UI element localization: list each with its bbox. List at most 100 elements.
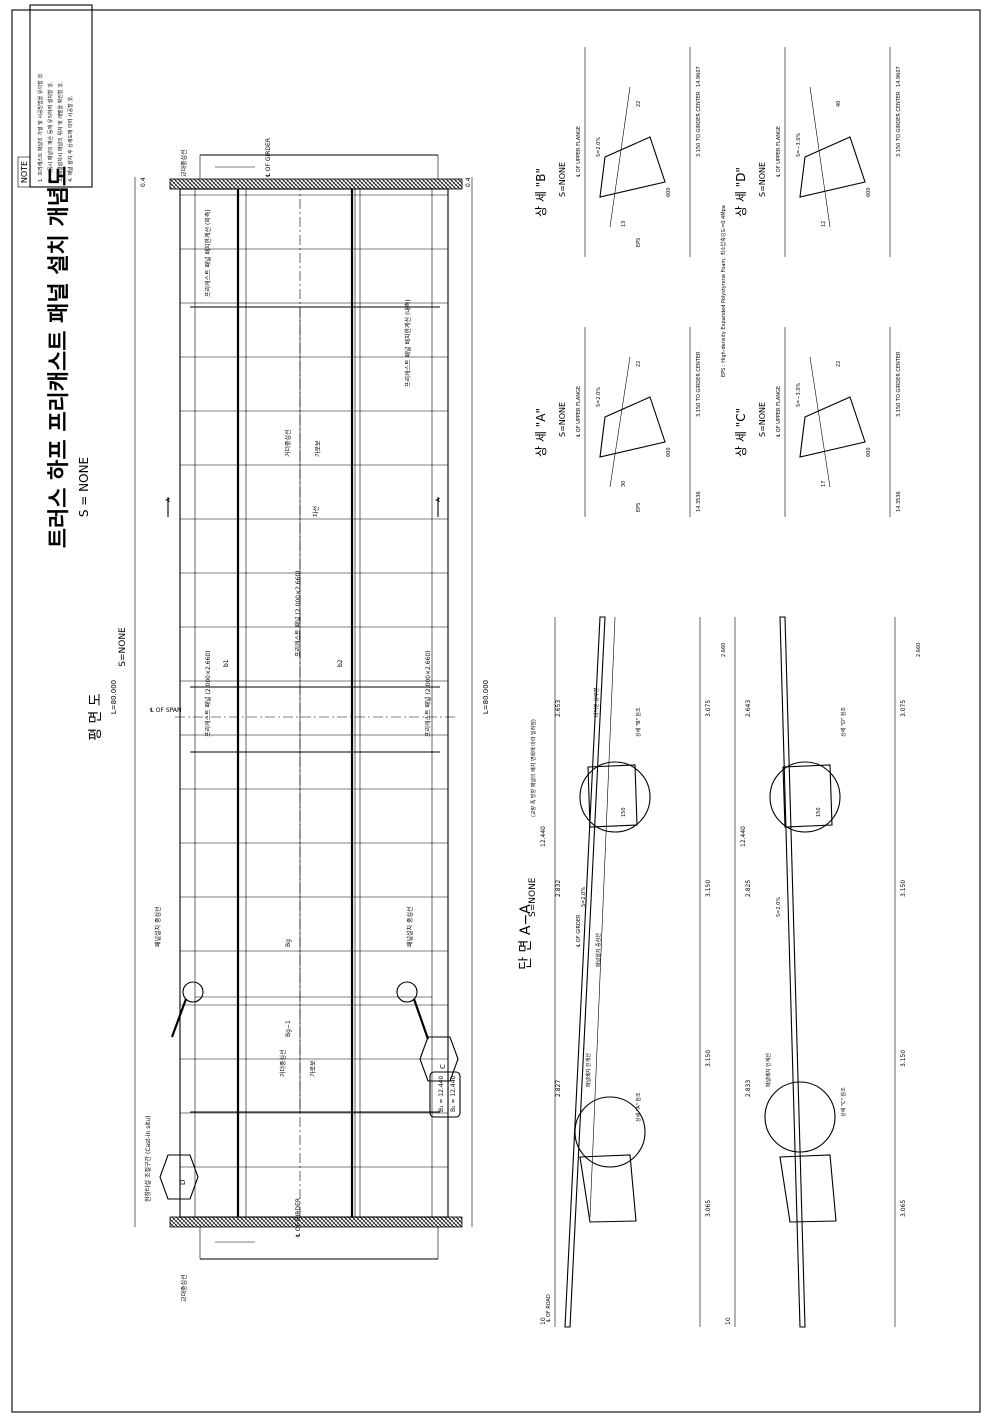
abutment-left: 교대중심선 ℄ OF GIRDER	[180, 1198, 439, 1302]
plan-abutment-left-label: 교대중심선	[180, 1274, 188, 1302]
plan-scale: S=NONE	[118, 627, 128, 667]
detail-a-title: 상 세 "A"	[534, 408, 548, 457]
sheet-border	[11, 9, 981, 1413]
detail-b-len: 600	[666, 187, 672, 197]
section-panel-center: 패널설치 중심선	[595, 933, 602, 967]
detail-c-flange: ℄ OF UPPER FLANGE	[776, 386, 782, 437]
section-lower: 12.440 S=2.0% 상세 "C" 참조 상세 "D" 참조 패널배치 한…	[725, 616, 922, 1328]
section-slope-2: S=2.0%	[776, 897, 782, 917]
detail-views: 상 세 "A" S=NONE S=2.0% ℄ OF UPPER FLANGE …	[534, 47, 902, 517]
detail-c-elev: 14.3536	[896, 491, 902, 512]
section-side-dim-2: 2.660	[916, 643, 922, 657]
plan-box-line1: B₁ = 12.440	[438, 1075, 445, 1112]
detail-b-slope: S=2.0%	[596, 137, 602, 157]
section-end-dim-2: 10	[725, 1317, 732, 1325]
detail-d-flange: ℄ OF UPPER FLANGE	[776, 126, 782, 177]
plan-cast-in-situ: 현장타설 조절구간 (Cast-in situ)	[144, 1116, 152, 1203]
plan-girder-center-2: 거더중심선	[279, 1049, 287, 1077]
section-dim-lower-2: 3.150	[705, 880, 712, 897]
section-title: 단 면 A−A	[518, 904, 534, 970]
detail-c-slope: S=−3.0%	[796, 382, 802, 407]
detail-b-title: 상 세 "B"	[534, 168, 548, 217]
detail-c-len: 600	[866, 447, 872, 457]
plan-width-box	[429, 1071, 461, 1118]
section-detail-c-ref: 상세 "C" 참조	[840, 1087, 847, 1117]
plan-end-dim-left: 0.4	[140, 177, 147, 187]
detail-b-tag: EPS	[636, 238, 642, 247]
section-detail-d-ref: 상세 "D" 참조	[840, 707, 847, 737]
abutment-hatch-right	[169, 178, 463, 190]
detail-a-n2: 22	[636, 361, 642, 367]
note-item-2: 2. 시공시 패널의 파손 등에 유의하여 설치할 것.	[47, 81, 54, 182]
girder-lines	[236, 189, 361, 1217]
section-dim-lower2-0: 3.065	[900, 1200, 907, 1217]
section-dim-upper2-1: 2.825	[745, 880, 752, 897]
note-heading: NOTE	[20, 161, 29, 183]
detail-a-dist: 3.150 TO GIRDER CENTER	[696, 351, 702, 417]
plan-cross-beam: 가로보	[309, 1060, 317, 1077]
detail-c-scale: S=NONE	[758, 402, 767, 437]
section-scale: S=NONE	[528, 877, 538, 917]
detail-d-dist: 3.150 TO GIRDER CENTER	[896, 91, 902, 157]
cross-beams	[190, 306, 440, 1113]
panel-grid	[194, 189, 433, 1217]
section-slope-1: S=2.0%	[581, 887, 587, 907]
detail-b-flange: ℄ OF UPPER FLANGE	[576, 126, 582, 177]
plan-panel-a: 프리캐스트 패널 (2.000×2.660)	[204, 650, 212, 737]
section-small-dim-2: 150	[816, 807, 822, 817]
detail-a-len: 600	[666, 447, 672, 457]
plan-section-a-top: A	[165, 497, 172, 502]
section-dim-upper-1: 2.832	[555, 880, 562, 897]
detail-d-n2: 40	[836, 101, 842, 107]
plan-callout-d: D	[179, 1180, 187, 1185]
detail-b-n2: 22	[636, 101, 642, 107]
detail-b-scale: S=NONE	[558, 162, 567, 197]
plan-panel-center-2: 패널설치 중심선	[406, 906, 414, 947]
drawing-title: 트러스 하프 프리캐스트 패널 설치 개념도	[47, 166, 72, 548]
plan-bg2: Bg	[285, 939, 292, 947]
detail-b-dist: 3.150 TO GIRDER CENTER	[696, 91, 702, 157]
plan-panel-center-1: 패널설치 중심선	[154, 906, 162, 947]
section-dim-lower2-3: 3.075	[900, 700, 907, 717]
detail-d-n1: 12	[821, 221, 827, 227]
note-box: NOTE 1. 프리캐스트 패널의 가설 및 시공방법을 유의할 것. 2. 시…	[17, 4, 93, 188]
detail-a-flange: ℄ OF UPPER FLANGE	[576, 386, 582, 437]
section-end-dim: 10	[540, 1317, 547, 1325]
section-width: 12.440	[540, 826, 547, 847]
plan-girder-center: 거더중심선	[284, 429, 292, 457]
detail-a-elev: 14.3536	[696, 491, 702, 512]
plan-end-dim-right: 0.4	[465, 177, 472, 187]
plan-length-top: L=80.000	[110, 680, 118, 714]
section-side-dim: 2.660	[721, 643, 727, 657]
plan-panel-b: 프리캐스트 패널 (2.000×2.660)	[424, 650, 432, 737]
plan-title: 평 면 도	[88, 693, 104, 741]
plan-girder-left-label: ℄ OF GIRDER	[295, 1198, 302, 1237]
section-road-label: ℄ OF ROAD	[546, 1294, 552, 1322]
plan-box-line2: B₂ = 12.440	[450, 1075, 457, 1112]
section-width-2: 12.440	[740, 826, 747, 847]
panel-joints	[180, 194, 448, 1168]
plan-bg1: Bg−1	[285, 1020, 292, 1037]
section-dim-upper2-2: 2.643	[745, 700, 752, 717]
detail-a-n1: 30	[621, 481, 627, 487]
section-detail-b-ref: 상세 "B" 참조	[635, 707, 642, 737]
plan-section-a-bottom: A	[435, 497, 442, 502]
detail-d-slope: S=−3.0%	[796, 132, 802, 157]
section-dim-upper-2: 2.653	[555, 700, 562, 717]
section-dim-upper-0: 2.827	[555, 1080, 562, 1097]
section-dim-lower2-1: 3.150	[900, 1050, 907, 1067]
detail-b: 상 세 "B" S=NONE S=2.0% ℄ OF UPPER FLANGE …	[534, 47, 702, 257]
title-scale: S = NONE	[77, 457, 91, 517]
plan-b1: b1	[223, 659, 230, 667]
detail-a-scale: S=NONE	[558, 402, 567, 437]
section-upper: 12.440 ℄ OF ROAD ℄ OF GIRDER S=2.0% 상세 "…	[540, 616, 712, 1328]
detail-c: 상 세 "C" S=NONE S=−3.0% ℄ OF UPPER FLANGE…	[734, 327, 902, 517]
section-girder-label: ℄ OF GIRDER	[576, 914, 582, 947]
note-item-4: 4. 패널 설치 후 상세도에 따라 시공할 것.	[67, 95, 74, 182]
detail-d-scale: S=NONE	[758, 162, 767, 197]
section-dim-lower-1: 3.150	[705, 1050, 712, 1067]
detail-c-title: 상 세 "C"	[734, 408, 748, 457]
plan-abutment-right-label: 교대중심선	[180, 149, 188, 177]
detail-b-n1: 13	[621, 221, 627, 227]
